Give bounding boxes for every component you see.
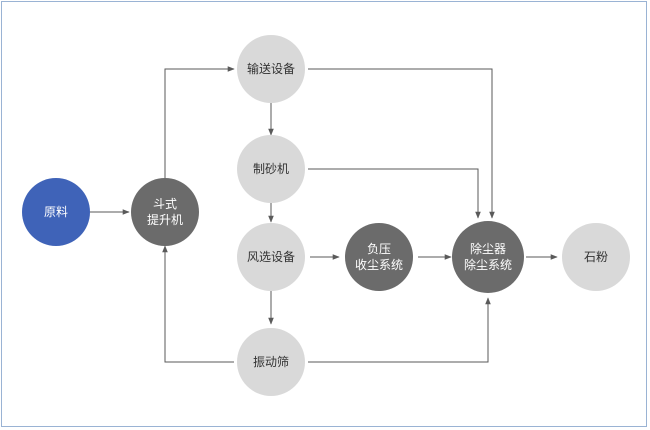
node-raw-material: 原料	[22, 178, 90, 246]
node-sand-maker: 制砂机	[237, 135, 305, 203]
arrow-elevator-to-conveyor	[164, 66, 235, 180]
node-dust-remover: 除尘器 除尘系统	[452, 221, 524, 293]
node-circle	[22, 178, 90, 246]
node-air-separator: 风选设备	[237, 223, 305, 291]
node-circle	[562, 223, 630, 291]
node-bucket-elevator: 斗式 提升机	[131, 178, 199, 246]
connectors	[90, 66, 558, 363]
node-circle	[131, 178, 199, 246]
node-label: 风选设备	[247, 250, 295, 264]
arrow-vibratingscreen-to-elevator	[162, 245, 234, 363]
node-label: 原料	[44, 205, 68, 219]
arrow-sandmaker-to-dustremover	[308, 168, 481, 219]
node-negative-pressure-dust-collection: 负压 收尘系统	[345, 223, 413, 291]
node-label-line1: 除尘器	[470, 241, 506, 256]
node-label: 制砂机	[253, 162, 289, 176]
node-vibrating-screen: 振动筛	[237, 328, 305, 396]
node-label-line2: 收尘系统	[355, 258, 403, 272]
node-circle	[237, 135, 305, 203]
arrow-vibratingscreen-to-dustremover	[308, 297, 491, 363]
arrow-conveyor-to-dustremover	[308, 68, 495, 219]
node-conveyor: 输送设备	[237, 35, 305, 103]
node-circle	[345, 223, 413, 291]
node-circle	[452, 221, 524, 293]
node-label-line1: 斗式	[153, 197, 177, 211]
node-label-line1: 负压	[367, 242, 391, 256]
node-label-line2: 除尘系统	[464, 257, 512, 272]
node-circle	[237, 328, 305, 396]
node-label: 石粉	[584, 250, 608, 264]
node-circle	[237, 35, 305, 103]
node-label: 输送设备	[247, 61, 295, 76]
node-circle	[237, 223, 305, 291]
node-label: 振动筛	[253, 354, 289, 369]
node-stone-powder: 石粉	[562, 223, 630, 291]
node-label-line2: 提升机	[147, 212, 183, 227]
